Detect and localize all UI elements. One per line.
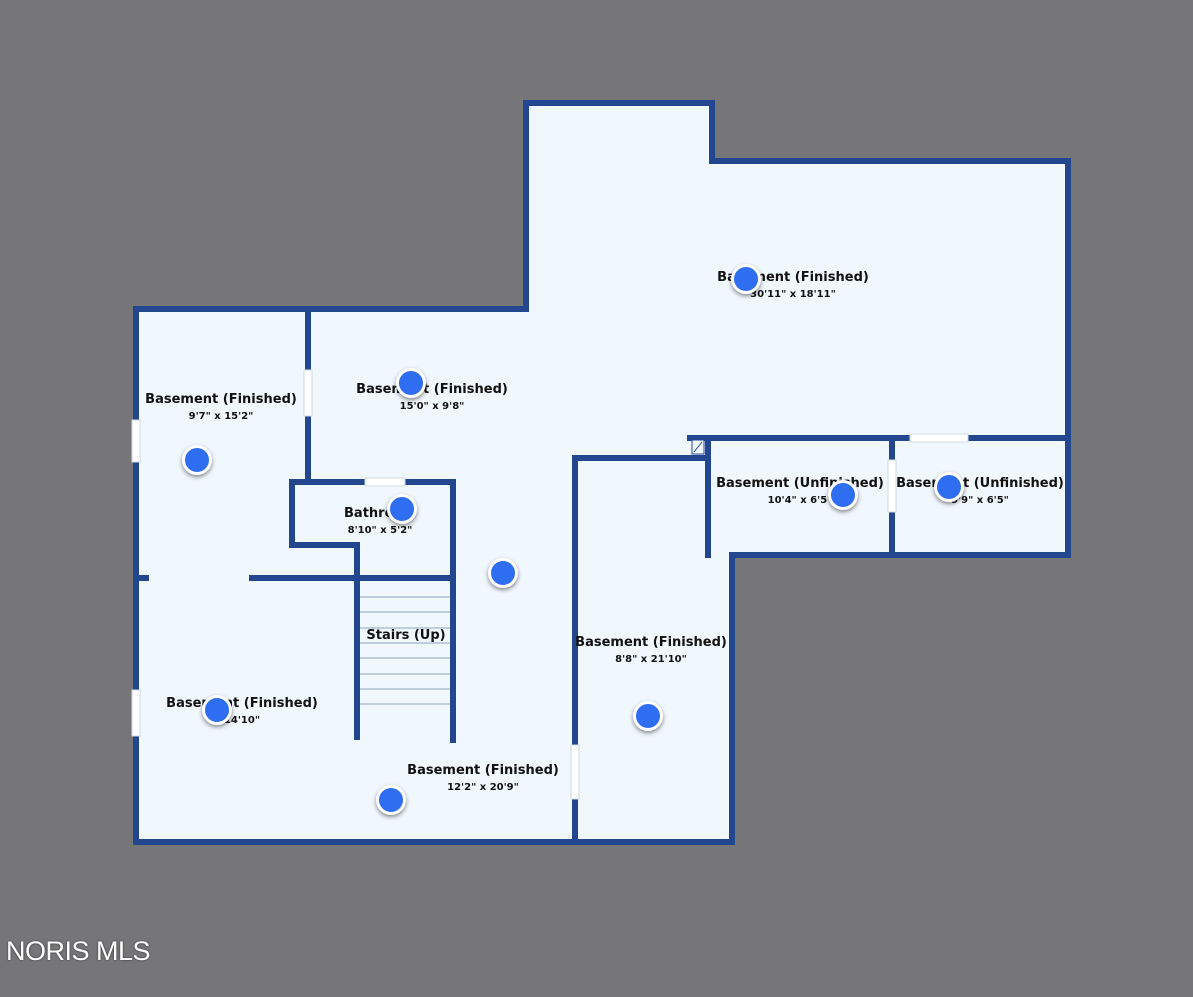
photo-pin[interactable]: [376, 785, 406, 815]
closet-hatch-line: [693, 441, 703, 453]
door-opening: [909, 433, 969, 443]
photo-pin[interactable]: [387, 494, 417, 524]
door-opening: [364, 477, 406, 487]
floor-area: [136, 103, 1068, 842]
photo-pin[interactable]: [396, 368, 426, 398]
photo-pin[interactable]: [731, 264, 761, 294]
bathroom-wall: [289, 542, 360, 740]
photo-pin[interactable]: [633, 701, 663, 731]
photo-pin[interactable]: [202, 695, 232, 725]
watermark: NORIS MLS: [6, 936, 151, 966]
photo-pin[interactable]: [488, 558, 518, 588]
door-opening: [887, 459, 897, 513]
wall: [572, 455, 709, 845]
window: [131, 689, 141, 737]
outer-wall: [133, 100, 1071, 845]
photo-pin[interactable]: [828, 480, 858, 510]
door-opening: [303, 369, 313, 417]
window: [131, 419, 141, 463]
door-opening: [570, 744, 580, 800]
photo-pin[interactable]: [182, 445, 212, 475]
photo-pin[interactable]: [934, 472, 964, 502]
stairs-label: Stairs (Up): [366, 628, 446, 643]
stair-treads: [360, 596, 450, 705]
